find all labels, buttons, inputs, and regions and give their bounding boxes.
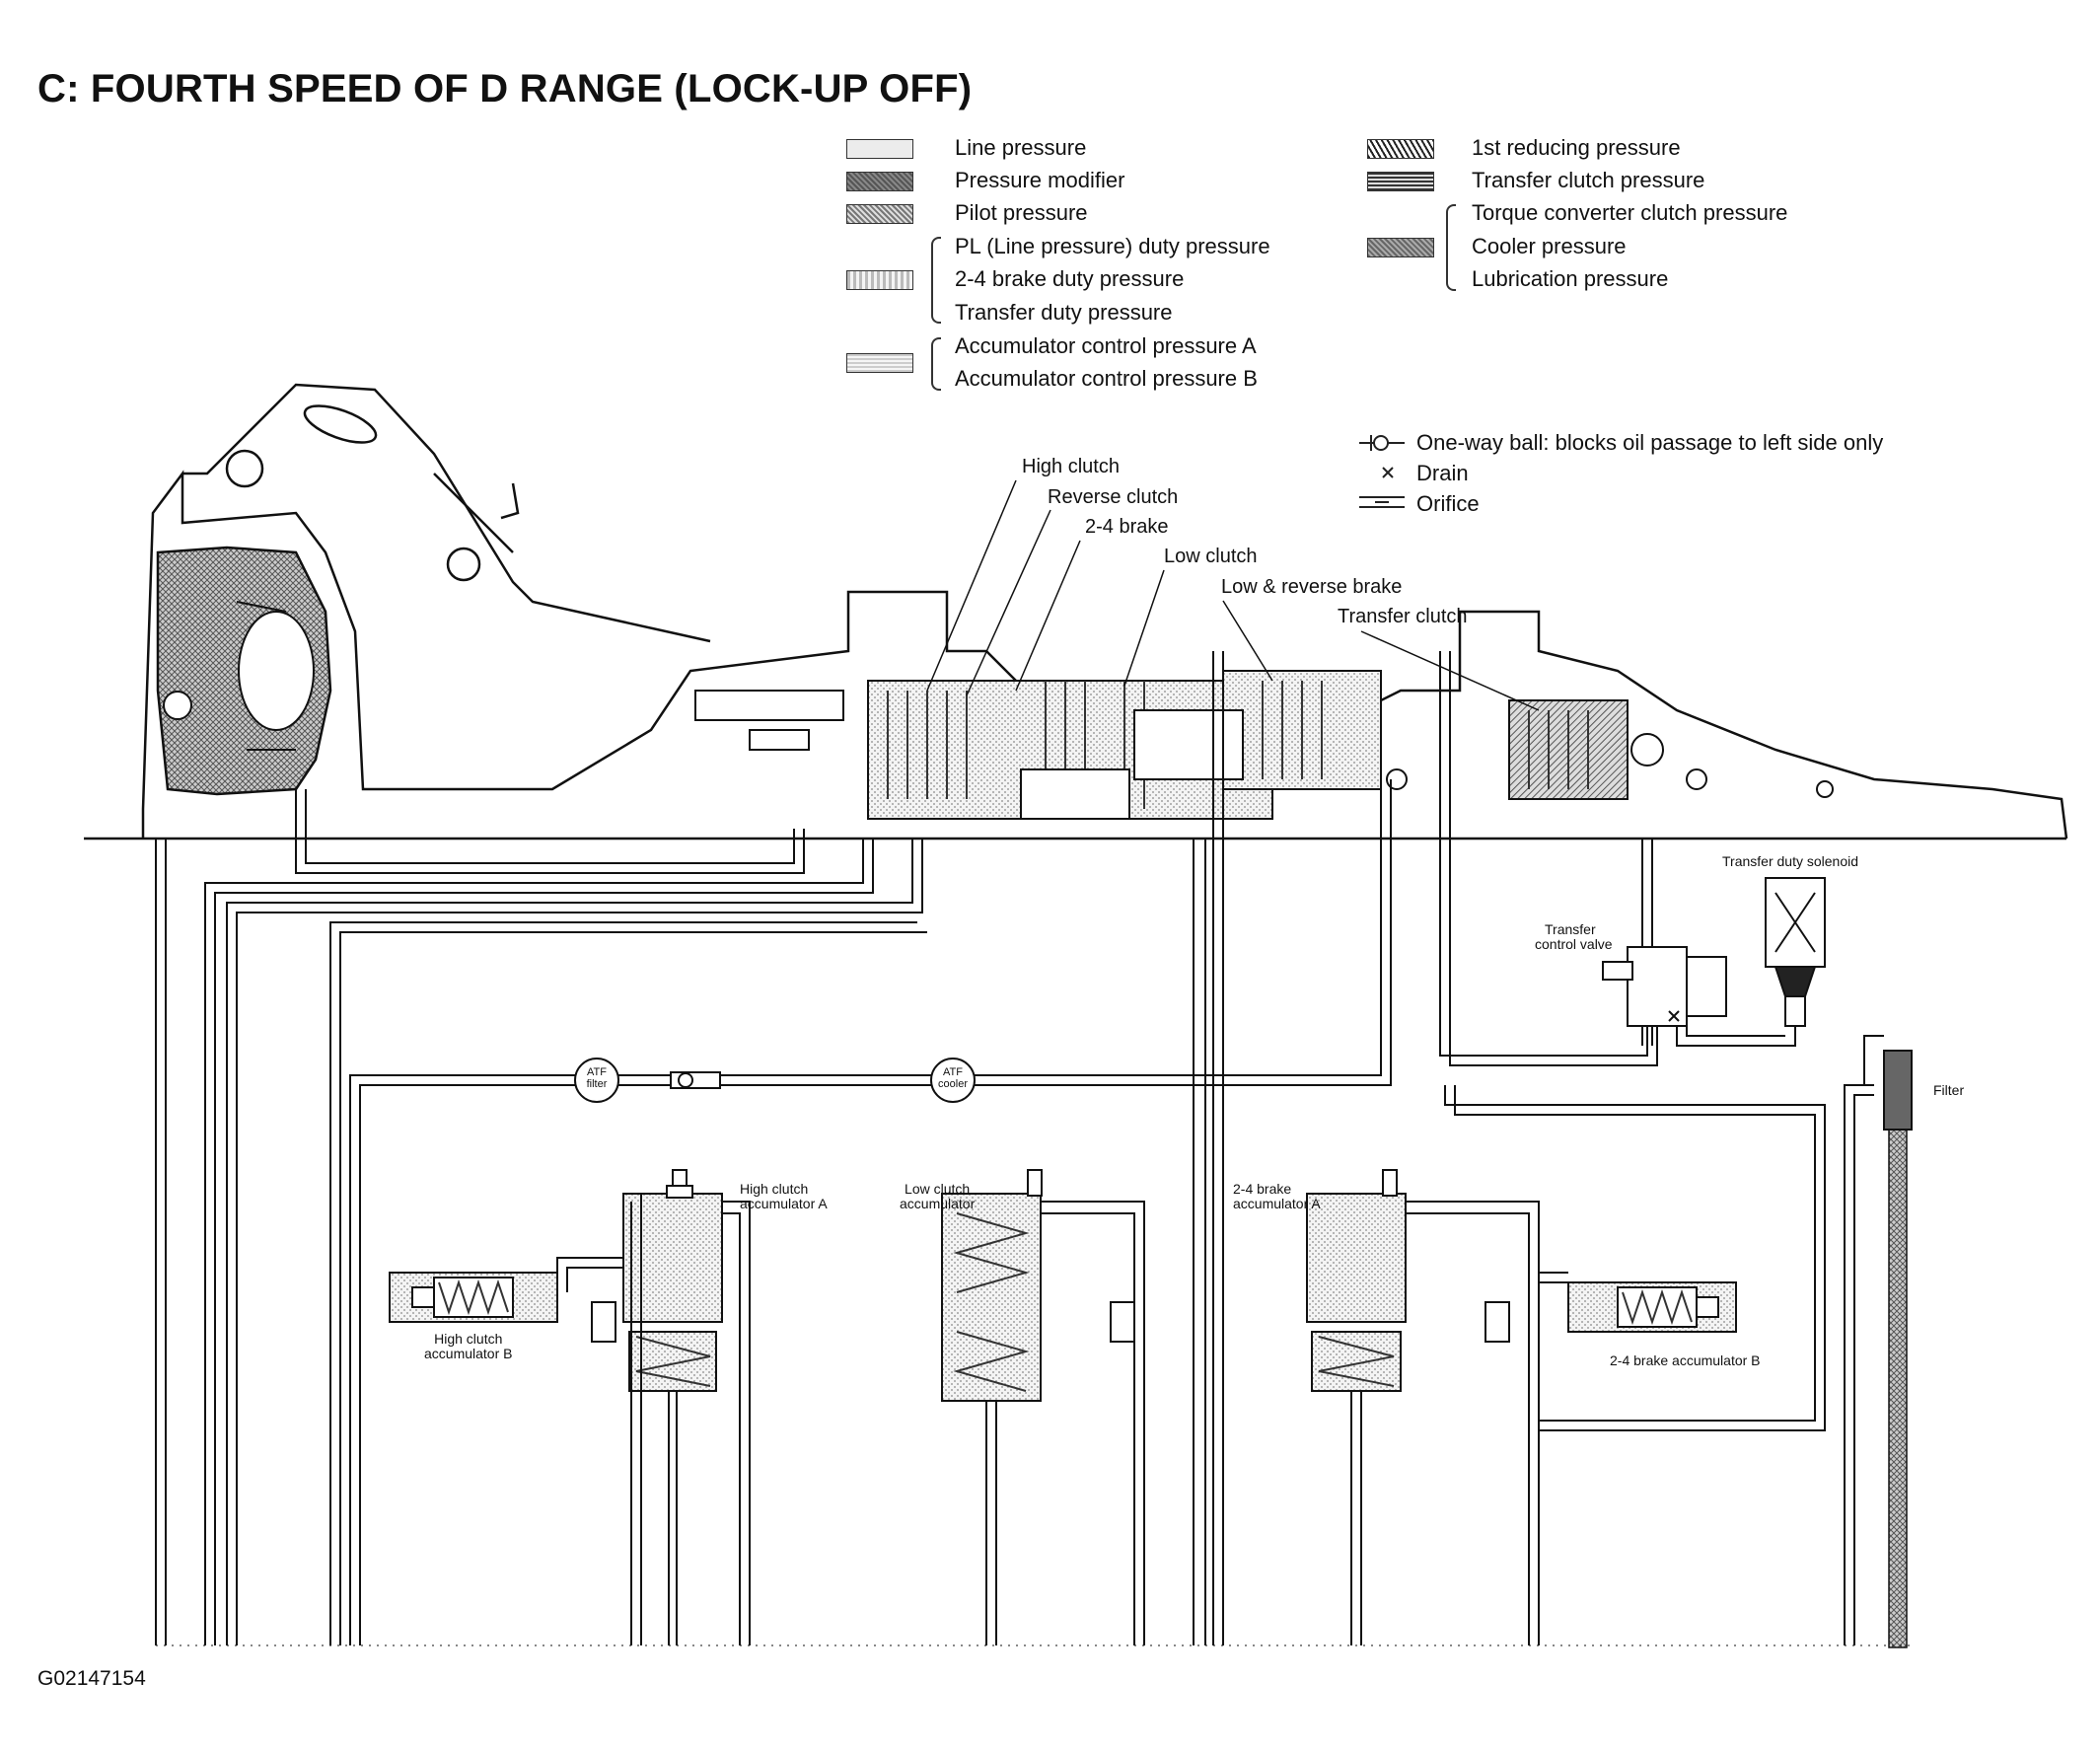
clutch-pack-assembly (694, 670, 1834, 820)
label-low-clutch-accumulator: Low clutch accumulator (900, 1182, 975, 1211)
label-atf-cooler-line1: ATF (943, 1066, 963, 1078)
label-transfer-duty-solenoid: Transfer duty solenoid (1722, 853, 1858, 869)
transfer-duty-solenoid (1765, 877, 1826, 1027)
legend-label: Line pressure (955, 135, 1087, 160)
symbol-label: Orifice (1416, 491, 1480, 516)
figure-id: G02147154 (37, 1667, 146, 1690)
legend-label: Torque converter clutch pressure (1472, 200, 1788, 225)
converter-cooler-lube-swatch (1367, 238, 1434, 257)
legend-label: Cooler pressure (1472, 234, 1627, 258)
page-title: C: FOURTH SPEED OF D RANGE (LOCK-UP OFF) (37, 67, 973, 110)
symbol-label: One-way ball: blocks oil passage to left… (1416, 430, 1884, 455)
label-filter: Filter (1933, 1082, 1965, 1098)
label-atf-cooler: ATF cooler (937, 1066, 969, 1090)
label-2-4-brake-accumulator-a: 2-4 brake accumulator A (1233, 1182, 1321, 1211)
one-way-ball-icon (1359, 435, 1405, 451)
label-atf-filter: ATF filter (581, 1066, 613, 1090)
label-line: accumulator (900, 1196, 976, 1211)
label-line: Low clutch (905, 1181, 971, 1197)
legend-label: Pilot pressure (955, 200, 1088, 225)
accumulator-pressure-swatch (846, 353, 913, 373)
legend-label: PL (Line pressure) duty pressure (955, 234, 1270, 258)
transfer-clutch-pressure-swatch (1367, 172, 1434, 191)
brake-24-accumulator-a (1306, 1169, 1540, 1645)
legend-brace (931, 337, 941, 391)
low-clutch-accumulator (941, 1169, 1145, 1645)
label-high-clutch-accumulator-a: High clutch accumulator A (740, 1182, 828, 1211)
atf-filter (574, 1058, 619, 1103)
label-atf-filter-line2: filter (586, 1078, 608, 1090)
label-high-clutch: High clutch (1022, 456, 1120, 477)
first-reducing-pressure-swatch (1367, 139, 1434, 159)
label-transfer-control-valve-line2: control valve (1535, 936, 1613, 952)
label-transfer-control-valve: Transfer control valve (1535, 922, 1613, 952)
pressure-modifier-swatch (846, 172, 913, 191)
label-atf-filter-line1: ATF (587, 1066, 607, 1078)
label-transfer-control-valve-line1: Transfer (1545, 921, 1596, 937)
label-line: accumulator A (1233, 1196, 1321, 1211)
label-atf-cooler-line2: cooler (938, 1078, 968, 1090)
legend-label: Accumulator control pressure B (955, 366, 1258, 391)
transfer-control-valve (1602, 946, 1727, 1027)
legend-brace (931, 237, 941, 324)
label-line: High clutch (740, 1181, 809, 1197)
high-clutch-accumulator-b (389, 1257, 623, 1343)
label-line: High clutch (434, 1331, 503, 1347)
label-low-reverse-brake: Low & reverse brake (1221, 576, 1403, 598)
pilot-pressure-swatch (846, 204, 913, 224)
symbol-label: Drain (1416, 461, 1469, 485)
torque-converter (156, 546, 332, 796)
legend-label: 2-4 brake duty pressure (955, 266, 1185, 291)
legend-brace (1446, 204, 1456, 291)
label-transfer-clutch: Transfer clutch (1338, 606, 1468, 627)
label-reverse-clutch: Reverse clutch (1048, 486, 1179, 508)
label-line: accumulator B (424, 1346, 513, 1361)
legend-label: Accumulator control pressure A (955, 333, 1257, 358)
label-2-4-brake: 2-4 brake (1085, 516, 1169, 538)
line-pressure-swatch (846, 139, 913, 159)
legend-label: Lubrication pressure (1472, 266, 1669, 291)
drain-icon (1382, 467, 1394, 478)
legend-label: Pressure modifier (955, 168, 1125, 192)
legend-label: 1st reducing pressure (1472, 135, 1681, 160)
check-ball (670, 1071, 721, 1089)
label-line: accumulator A (740, 1196, 828, 1211)
brake-24-accumulator-b (1539, 1272, 1737, 1333)
high-clutch-accumulator-a (622, 1169, 751, 1645)
duty-pressure-swatch (846, 270, 913, 290)
label-high-clutch-accumulator-b: High clutch accumulator B (424, 1332, 512, 1361)
filter-passage (1883, 1050, 1913, 1648)
legend-label: Transfer duty pressure (955, 300, 1173, 325)
legend-label: Transfer clutch pressure (1472, 168, 1705, 192)
label-low-clutch: Low clutch (1164, 546, 1258, 567)
orifice-icon (1359, 496, 1405, 508)
label-2-4-brake-accumulator-b: 2-4 brake accumulator B (1610, 1352, 1761, 1368)
label-line: 2-4 brake (1233, 1181, 1292, 1197)
atf-cooler (930, 1058, 976, 1103)
